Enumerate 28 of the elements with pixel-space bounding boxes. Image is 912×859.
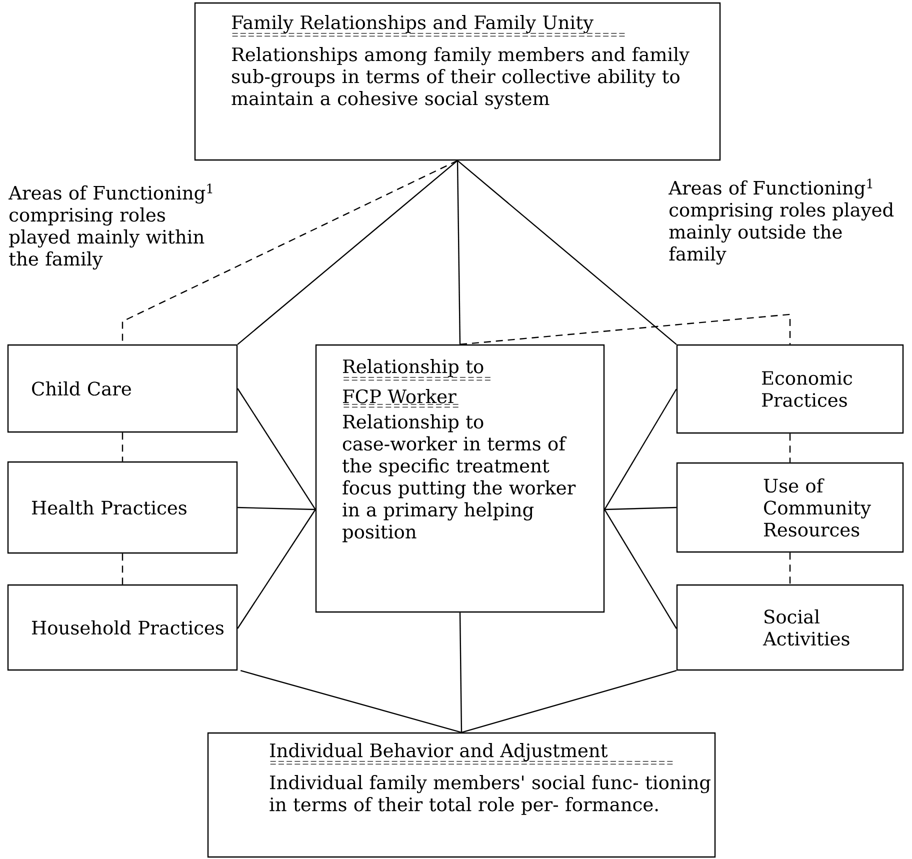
- connector-line: [604, 388, 677, 510]
- connector-line: [461, 670, 677, 733]
- annotation-text: Areas of Functioning$^{1}$ comprising roles played mainly outside the family: [668, 178, 894, 265]
- dashed-connector: [122, 432, 124, 462]
- area-box: Child Care: [7, 344, 238, 433]
- area-box: Health Practices: [7, 461, 238, 554]
- connector-line: [457, 160, 677, 345]
- connector-line: [456, 160, 461, 344]
- area-box: Household Practices: [7, 584, 238, 671]
- dashed-connector: [122, 554, 124, 584]
- area-box: Social Activities: [676, 584, 904, 671]
- connector-line: [459, 612, 462, 732]
- connector-line: [237, 160, 458, 345]
- dashed-connector: [789, 552, 791, 584]
- text-box: Family Relationships and Family Unity Relationships among family members and family sub-groups in terms of their collective ability to maintain a cohesive social system: [194, 2, 721, 161]
- area-box: Economic Practices: [676, 344, 904, 434]
- text-box: Individual Behavior and Adjustment Individual family members' social func- tioning in terms of their total role per- formance.: [207, 732, 716, 858]
- connector-line: [238, 506, 316, 510]
- connector-line: [240, 670, 462, 733]
- connector-line: [604, 509, 677, 629]
- connector-line: [604, 506, 676, 510]
- connector-line: [237, 509, 316, 629]
- dashed-connector: [789, 434, 791, 462]
- text-box: Relationship to FCP Worker Relationship to case-worker in terms of the specific treatment focus putting the worker in a primary helping position: [315, 344, 605, 613]
- connector-line: [237, 388, 316, 510]
- dashed-connector: [460, 314, 791, 345]
- annotation-text: Areas of Functioning$^{1}$ comprising roles played mainly within the family: [8, 184, 212, 270]
- area-box: Use of Community Resources: [676, 462, 904, 553]
